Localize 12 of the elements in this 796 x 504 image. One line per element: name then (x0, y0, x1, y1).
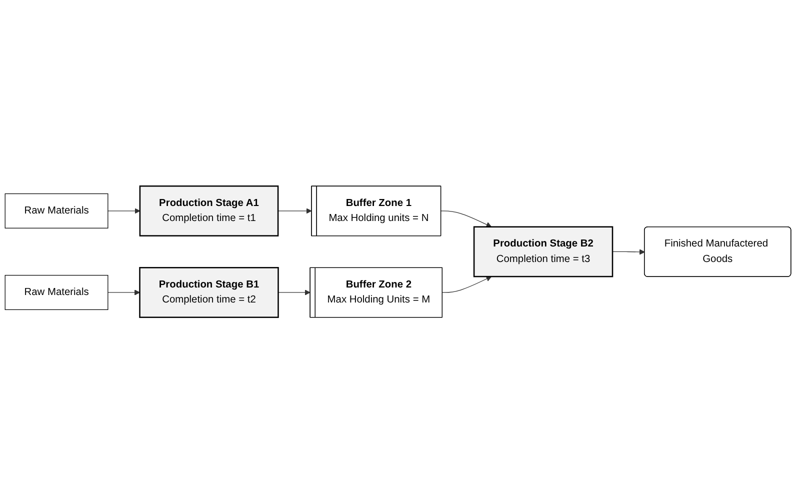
node-box: Production Stage B2 Completion time = t3 (473, 226, 614, 278)
arrow (612, 249, 645, 256)
node-box: Production Stage A1 Completion time = t1 (139, 186, 279, 237)
node-box: Raw Materials (4, 275, 108, 310)
arrow (278, 290, 310, 296)
node-box: Production Stage B1 Completion time = t2 (139, 267, 279, 318)
arrow (108, 290, 140, 296)
arrow (442, 276, 492, 294)
arrow (108, 208, 140, 214)
arrow (278, 208, 312, 214)
node-box: Raw Materials (4, 194, 108, 229)
arrow (440, 210, 492, 228)
